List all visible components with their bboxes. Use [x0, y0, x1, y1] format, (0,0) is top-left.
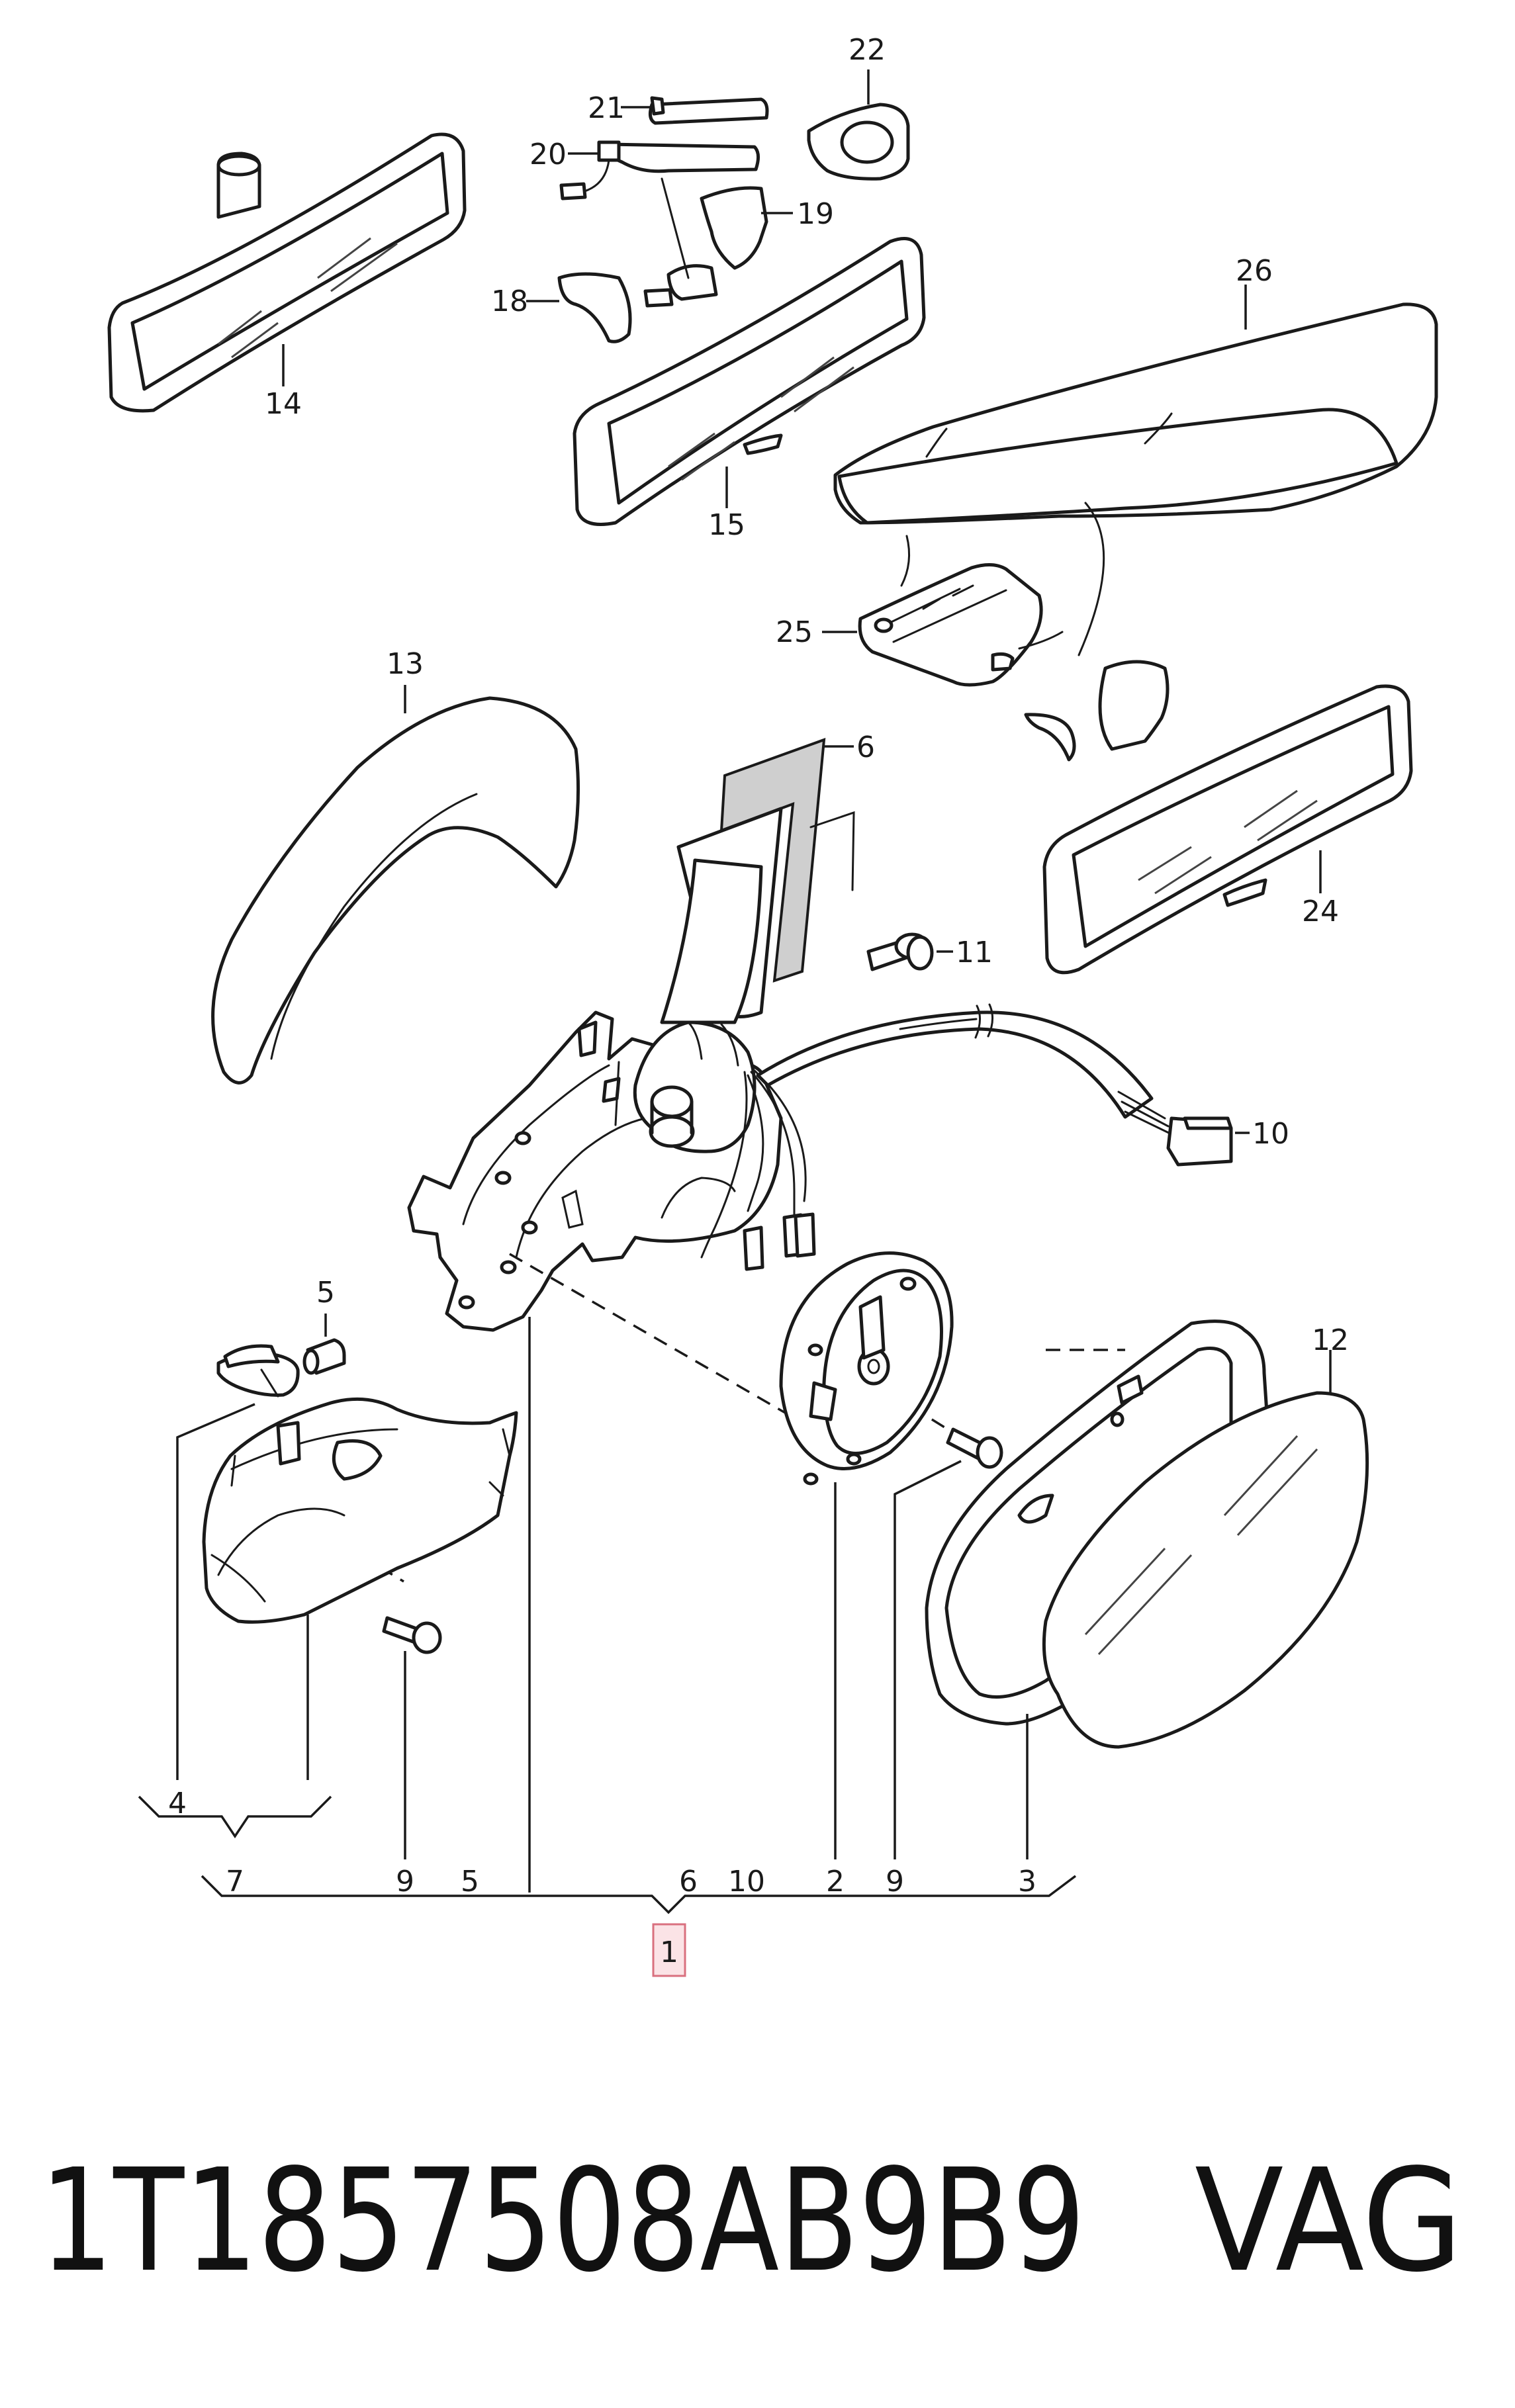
cover-19 — [700, 186, 793, 270]
lamp-holder — [216, 1344, 300, 1398]
callout-1-highlight — [652, 1923, 686, 1977]
gasket-6 — [660, 738, 855, 1024]
callout-14: 14 — [265, 387, 302, 421]
bracket-7 — [138, 1795, 332, 1839]
callout-3: 3 — [1018, 1865, 1036, 1898]
callout-2: 2 — [826, 1865, 845, 1898]
callout-24: 24 — [1302, 895, 1339, 928]
callout-26: 26 — [1236, 254, 1273, 288]
lower-housing-4 — [176, 1397, 518, 1780]
callout-4: 4 — [168, 1787, 187, 1820]
callout-5-top: 5 — [316, 1276, 335, 1310]
interior-mirror-15 — [573, 237, 926, 526]
part-number: 1T1857508AB9B9 — [40, 2139, 1085, 2303]
callout-labels: 22 21 20 19 18 14 15 26 25 13 6 11 24 10… — [168, 33, 1349, 1977]
callout-1: 1 — [660, 1936, 678, 1969]
adjust-motor-2 — [779, 1251, 954, 1859]
screw-9-left — [382, 1616, 442, 1859]
mirror-cap-13 — [211, 685, 580, 1085]
callout-12: 12 — [1312, 1323, 1349, 1357]
callout-7: 7 — [226, 1865, 244, 1898]
callout-11: 11 — [956, 936, 993, 969]
mirror-glass-12 — [1042, 1350, 1369, 1749]
cover-18 — [526, 177, 718, 343]
screw-9-right — [894, 1427, 1003, 1859]
sensor-bracket-25 — [822, 502, 1105, 687]
bracket-1 — [201, 1317, 1077, 1914]
callout-25: 25 — [776, 615, 813, 649]
callout-10-top: 10 — [1252, 1117, 1289, 1151]
callout-9-right: 9 — [886, 1865, 904, 1898]
callout-18: 18 — [491, 285, 528, 318]
mirror-base-assembly — [277, 1003, 1250, 1583]
callout-21: 21 — [588, 91, 625, 125]
callout-20: 20 — [529, 138, 567, 171]
callout-19: 19 — [797, 197, 834, 231]
callout-22: 22 — [849, 33, 886, 67]
callout-6-top: 6 — [856, 731, 875, 764]
sensor-holder-20 — [559, 140, 760, 201]
callout-13: 13 — [387, 647, 424, 681]
callout-10-bottom: 10 — [728, 1865, 765, 1898]
screw-11 — [866, 932, 953, 971]
interior-mirror-14 — [107, 132, 467, 413]
bulb-5 — [302, 1314, 346, 1375]
brand-name: VAG — [1195, 2139, 1463, 2303]
cover-strip-21 — [621, 96, 769, 125]
callout-9-left: 9 — [396, 1865, 414, 1898]
callout-5-bottom: 5 — [461, 1865, 479, 1898]
callout-6-bottom: 6 — [679, 1865, 698, 1898]
callout-15: 15 — [708, 508, 745, 542]
bracket-22 — [807, 69, 910, 181]
mirror-cover-26 — [833, 285, 1438, 525]
interior-mirror-24 — [1024, 660, 1413, 975]
